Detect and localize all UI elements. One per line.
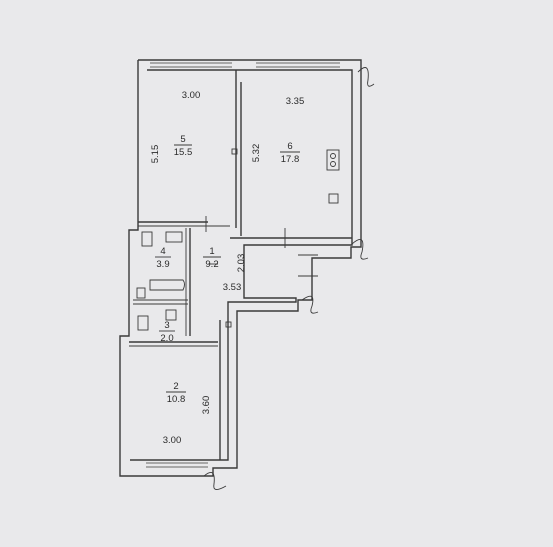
room2-number: 2 (173, 381, 178, 392)
fixtures (136, 148, 340, 331)
room2-width: 3.00 (163, 435, 182, 446)
room5-width: 3.00 (182, 90, 201, 101)
room6-length: 5.32 (251, 144, 262, 163)
outer-wall (119, 59, 362, 477)
room2-length: 3.60 (201, 396, 212, 415)
room3-area: 2.0 (160, 333, 173, 344)
room6-number: 6 (287, 141, 292, 152)
room4-area: 3.9 (156, 259, 169, 270)
room1-number: 1 (209, 246, 214, 257)
room6-area: 17.8 (281, 154, 300, 165)
room5-length: 5.15 (150, 145, 161, 164)
room6-width: 3.35 (286, 96, 305, 107)
room5-number: 5 (180, 134, 185, 145)
break-marks (203, 67, 375, 490)
window-room2 (146, 462, 208, 468)
window-room5 (150, 62, 232, 68)
partitions (129, 70, 352, 460)
room4-number: 4 (160, 246, 165, 257)
room2-area: 10.8 (167, 394, 186, 405)
window-room6 (256, 62, 340, 68)
inner-outline (130, 69, 353, 461)
room1-width: 3.53 (223, 282, 242, 293)
room1-area: 9.2 (205, 259, 218, 270)
room1-length: 2.03 (236, 254, 247, 273)
room5-area: 15.5 (174, 147, 193, 158)
room3-number: 3 (164, 320, 169, 331)
